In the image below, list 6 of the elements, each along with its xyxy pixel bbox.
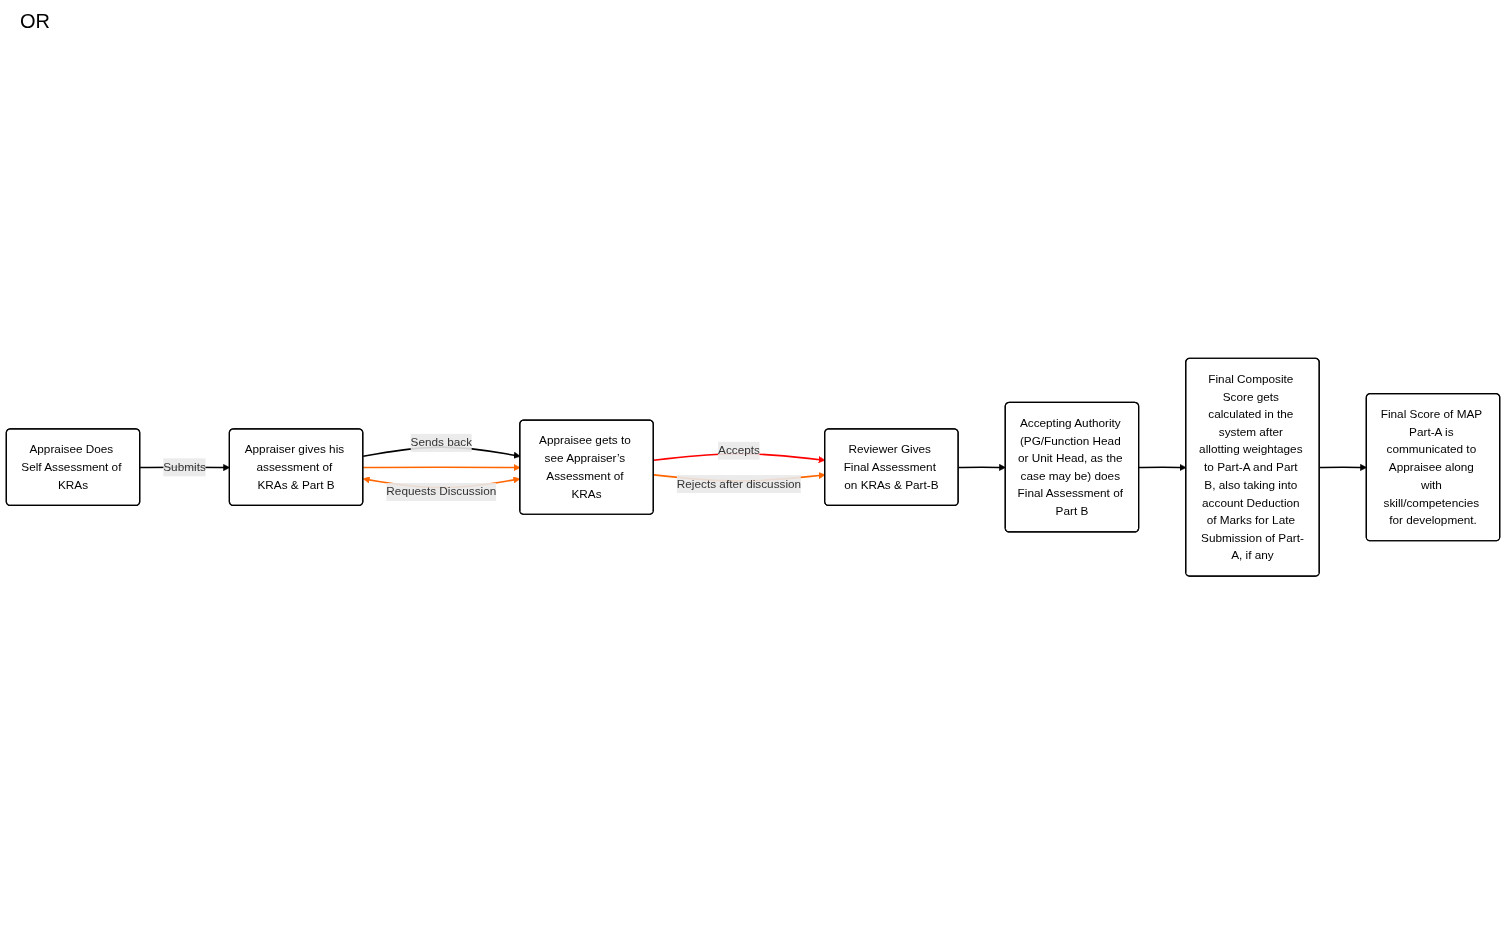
note-label: OR [20, 10, 50, 33]
edge-label: Submits [163, 460, 206, 474]
edge-label: Accepts [718, 443, 760, 457]
edge-label: Sends back [410, 435, 473, 450]
edge-label: Rejects after discussion [676, 476, 802, 491]
edge-label: Requests Discussion [386, 484, 497, 499]
